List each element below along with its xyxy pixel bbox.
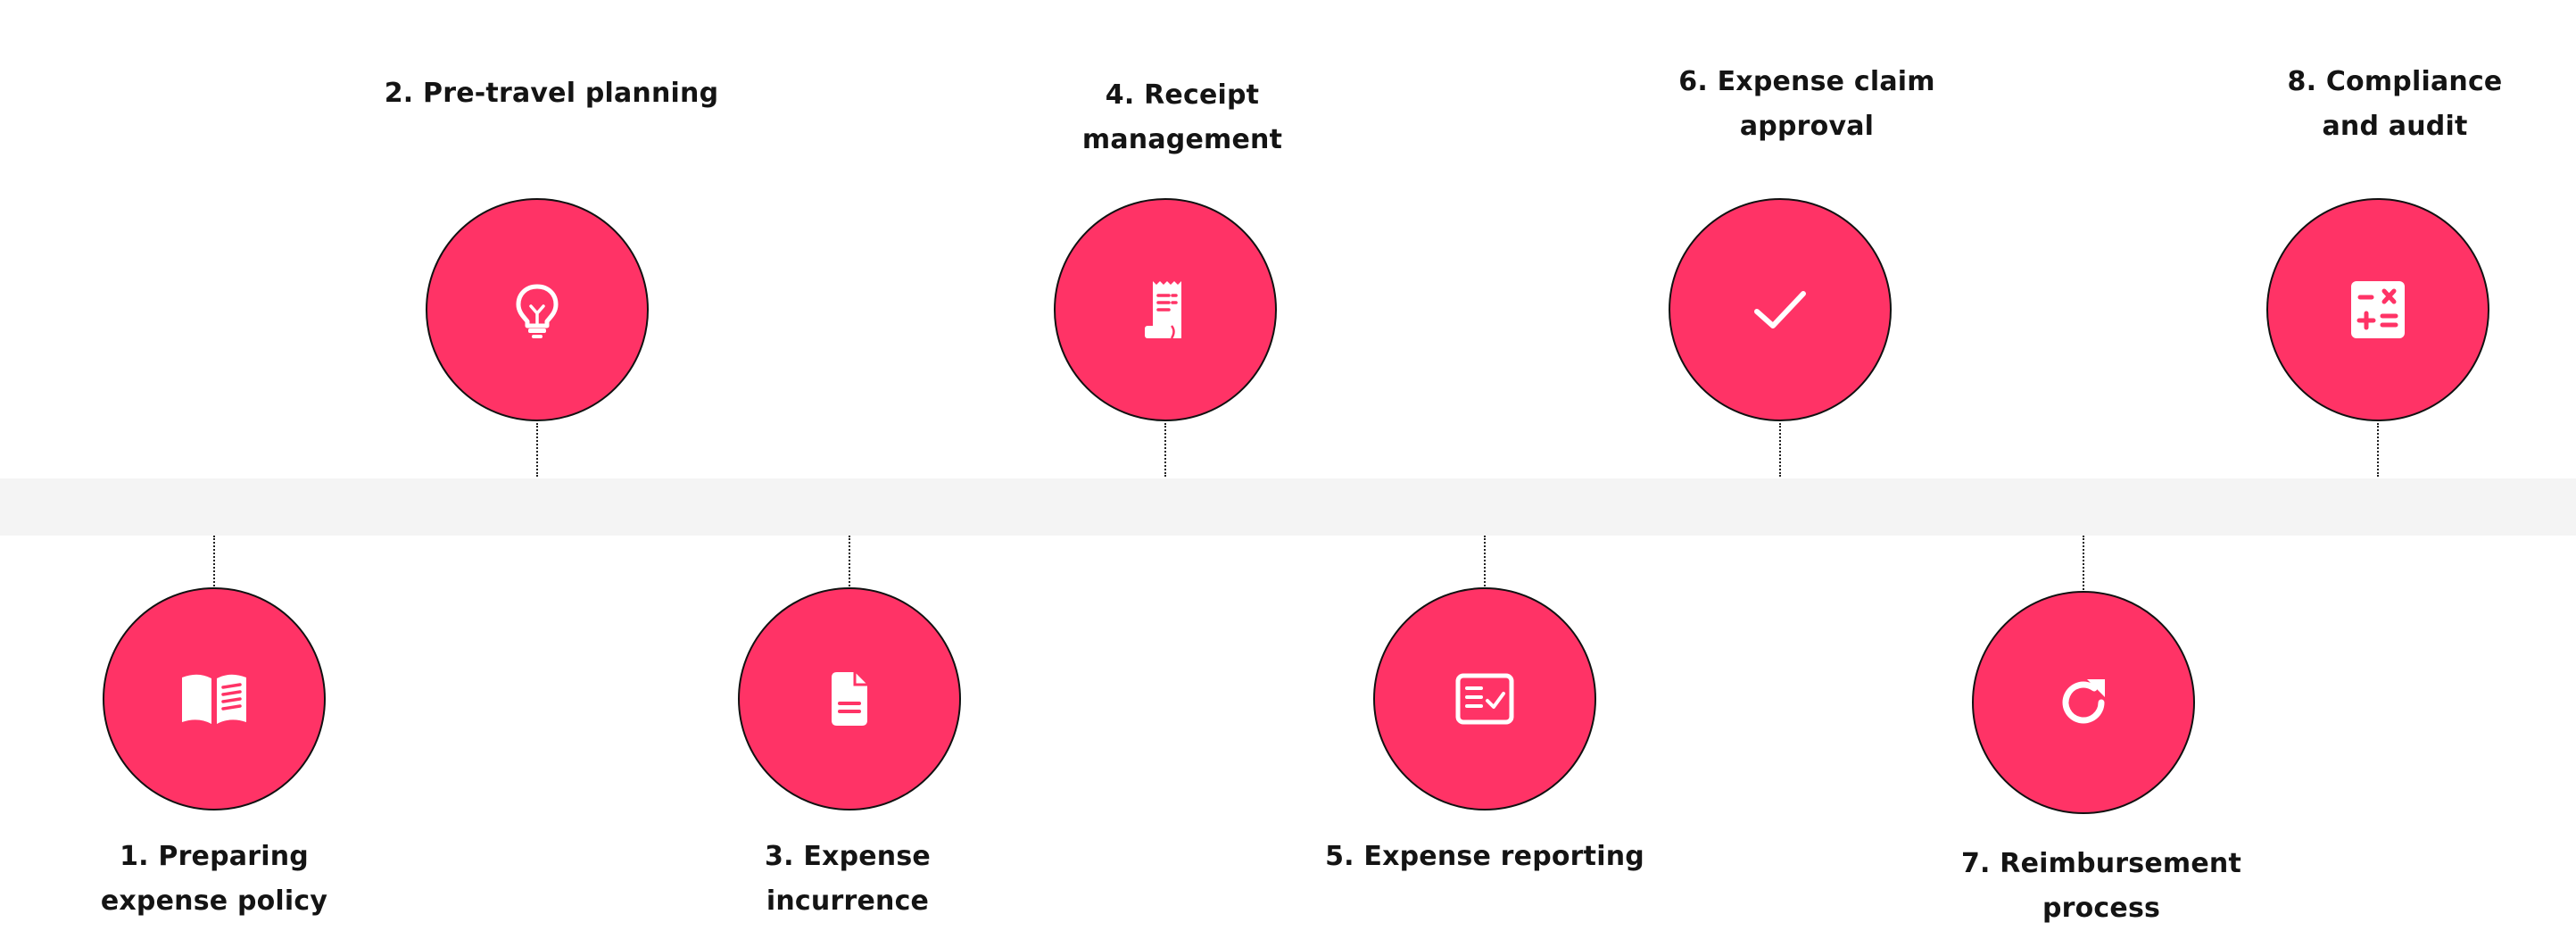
step-6-circle <box>1669 198 1892 421</box>
step-7-circle <box>1972 591 2195 814</box>
step-1-label: 1. Preparing expense policy <box>45 835 384 924</box>
step-6-label-line-1: 6. Expense claim <box>1678 66 1935 97</box>
step-2-label: 2. Pre-travel planning <box>382 71 721 116</box>
step-8-label-line-2: and audit <box>2322 111 2468 142</box>
checkmark-icon <box>1754 291 1806 328</box>
receipt-icon <box>1145 281 1181 339</box>
step-3-connector <box>849 536 850 586</box>
step-8-label: 8. Compliance and audit <box>2225 60 2564 149</box>
step-7-connector <box>2083 536 2084 590</box>
calculator-icon <box>2351 281 2405 338</box>
timeline-band <box>0 478 2576 536</box>
checklist-icon <box>1455 673 1514 725</box>
step-6-label: 6. Expense claim approval <box>1637 60 1976 149</box>
step-5-connector <box>1484 536 1486 586</box>
open-book-icon <box>182 674 246 724</box>
step-6-label-line-2: approval <box>1739 111 1875 142</box>
step-3-label-line-1: 3. Expense <box>765 841 931 872</box>
step-3-label: 3. Expense incurrence <box>678 835 1017 924</box>
step-8-label-line-1: 8. Compliance <box>2287 66 2503 97</box>
document-icon <box>832 672 867 726</box>
step-4-label: 4. Receipt management <box>1013 73 1352 162</box>
step-1-circle <box>103 587 326 810</box>
step-5-label: 5. Expense reporting <box>1315 835 1654 879</box>
lightbulb-icon <box>516 284 559 338</box>
step-2-circle <box>426 198 649 421</box>
step-7-label-line-2: process <box>2042 893 2161 924</box>
step-5-label-line-1: 5. Expense reporting <box>1325 841 1644 872</box>
step-4-label-line-2: management <box>1081 124 1283 155</box>
step-7-label: 7. Reimbursement process <box>1932 842 2271 931</box>
step-2-label-line-1: 2. Pre-travel planning <box>384 78 719 109</box>
step-3-circle <box>738 587 961 810</box>
step-8-connector <box>2377 423 2379 477</box>
step-1-connector <box>213 536 215 586</box>
step-5-circle <box>1373 587 1596 810</box>
step-4-label-line-1: 4. Receipt <box>1105 79 1260 111</box>
step-6-connector <box>1779 423 1781 477</box>
step-1-label-line-2: expense policy <box>100 885 328 917</box>
step-4-connector <box>1164 423 1166 477</box>
step-3-label-line-2: incurrence <box>766 885 930 917</box>
step-2-connector <box>536 423 538 477</box>
refresh-icon <box>2062 679 2105 724</box>
step-8-circle <box>2266 198 2489 421</box>
step-7-label-line-1: 7. Reimbursement <box>1960 848 2242 879</box>
step-4-circle <box>1054 198 1277 421</box>
step-1-label-line-1: 1. Preparing <box>120 841 309 872</box>
